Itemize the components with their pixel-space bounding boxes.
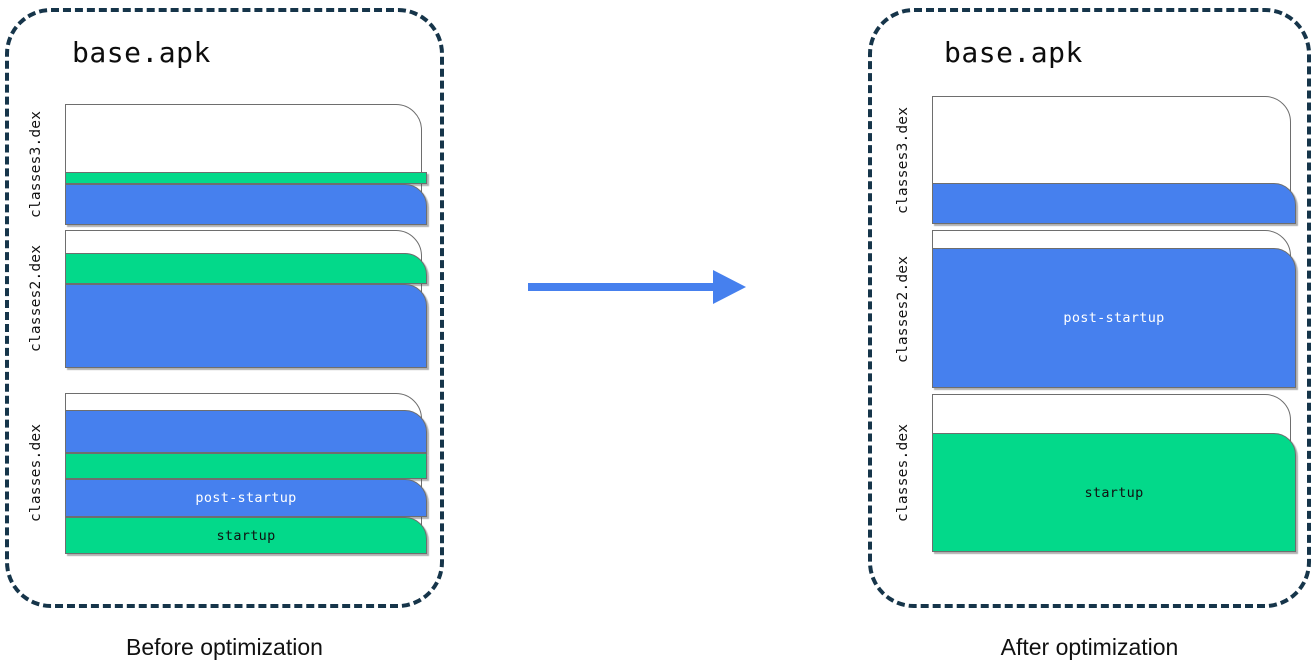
dex-label-classes: classes.dex [895,423,911,523]
segment-startup-labeled: startup [932,433,1296,552]
segment-startup-labeled: startup [65,517,427,554]
apk-title-after: base.apk [944,36,1083,69]
dex-box-classes3 [65,104,427,225]
segment-startup [65,453,427,479]
segment-post-startup [932,183,1296,224]
apk-panel-before [5,8,444,608]
segment-startup [65,172,427,184]
segment-post-startup-labeled: post-startup [932,248,1296,388]
segment-post-startup-labeled: post-startup [65,479,427,517]
dex-label-classes3: classes3.dex [895,106,911,214]
apk-panel-after [868,8,1311,608]
optimization-arrow [528,270,746,306]
segment-post-startup [65,184,427,225]
arrow-head-icon [713,270,746,304]
caption-before: Before optimization [126,634,323,660]
caption-after: After optimization [1000,634,1179,660]
arrow-shaft [528,283,718,291]
dex-group-after-classes: classes.dex startup [895,394,1296,552]
dex-group-before-classes3: classes3.dex [28,104,427,225]
dex-group-before-classes2: classes2.dex [28,230,427,368]
dex-box-classes3 [932,96,1296,224]
dex-box-classes: startup [932,394,1296,552]
dex-box-classes2 [65,230,427,368]
dex-group-after-classes3: classes3.dex [895,96,1296,224]
dex-label-classes: classes.dex [28,423,44,523]
dex-box-classes: post-startup startup [65,393,427,554]
dex-group-before-classes: classes.dex post-startup startup [28,393,427,554]
dex-label-classes3: classes3.dex [28,110,44,218]
dex-label-classes2: classes2.dex [28,244,44,353]
segment-post-startup [65,410,427,453]
dex-group-after-classes2: classes2.dex post-startup [895,230,1296,388]
segment-startup [65,253,427,284]
dex-box-classes2: post-startup [932,230,1296,388]
segment-post-startup [65,284,427,368]
apk-title-before: base.apk [72,36,211,69]
dex-label-classes2: classes2.dex [895,255,911,363]
